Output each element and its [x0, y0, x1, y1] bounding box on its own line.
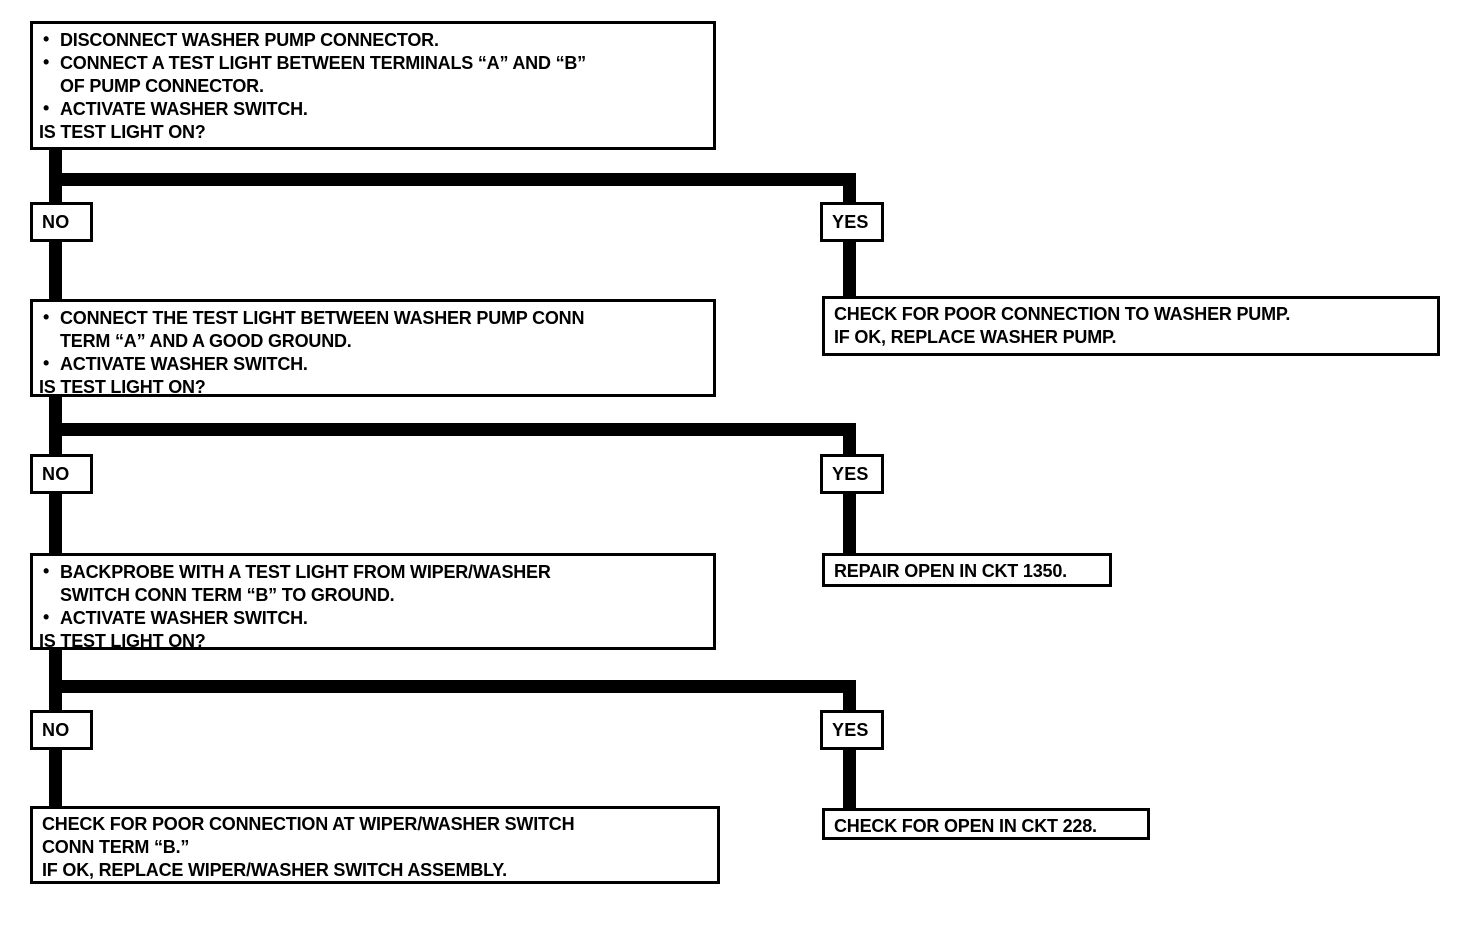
no-label-text: NO	[42, 211, 70, 232]
step-line: • DISCONNECT WASHER PUMP CONNECTOR.	[33, 29, 713, 52]
result-box-yes-1: CHECK FOR POOR CONNECTION TO WASHER PUMP…	[822, 296, 1440, 356]
connector-vertical	[49, 492, 62, 555]
step-box-2: • CONNECT THE TEST LIGHT BETWEEN WASHER P…	[30, 299, 716, 397]
step-box-3: • BACKPROBE WITH A TEST LIGHT FROM WIPER/…	[30, 553, 716, 653]
step-box-1: • DISCONNECT WASHER PUMP CONNECTOR. • CONN…	[30, 21, 716, 150]
step-line-text: DISCONNECT WASHER PUMP CONNECTOR.	[60, 30, 439, 50]
yes-label-text: YES	[832, 211, 869, 232]
bullet-icon: •	[43, 98, 50, 118]
connector-horizontal	[49, 173, 856, 186]
result-line: CHECK FOR OPEN IN CKT 228.	[834, 816, 1097, 836]
result-line: IF OK, REPLACE WIPER/WASHER SWITCH ASSEM…	[42, 860, 507, 880]
step-line-text: IS TEST LIGHT ON?	[39, 631, 206, 651]
step-line: • CONNECT THE TEST LIGHT BETWEEN WASHER P…	[33, 307, 713, 330]
connector-vertical	[49, 240, 62, 301]
step-line: • ACTIVATE WASHER SWITCH.	[33, 607, 713, 630]
connector-vertical	[843, 173, 856, 204]
connector-horizontal	[49, 680, 856, 693]
bullet-icon: •	[43, 607, 50, 627]
connector-vertical	[843, 492, 856, 555]
step-line: SWITCH CONN TERM “B” TO GROUND.	[33, 584, 713, 607]
step-line: • CONNECT A TEST LIGHT BETWEEN TERMINALS …	[33, 52, 713, 75]
yes-label-text: YES	[832, 463, 869, 484]
step-line-text: TERM “A” AND A GOOD GROUND.	[60, 331, 352, 351]
result-line: CHECK FOR POOR CONNECTION AT WIPER/WASHE…	[42, 814, 575, 834]
connector-vertical	[49, 748, 62, 808]
result-line: CONN TERM “B.”	[42, 837, 190, 857]
yes-label-2: YES	[820, 454, 884, 494]
result-box-yes-3: CHECK FOR OPEN IN CKT 228.	[822, 808, 1150, 840]
step-line-text: ACTIVATE WASHER SWITCH.	[60, 608, 308, 628]
result-box-yes-2: REPAIR OPEN IN CKT 1350.	[822, 553, 1112, 587]
yes-label-3: YES	[820, 710, 884, 750]
step-question: IS TEST LIGHT ON?	[33, 121, 713, 144]
no-label-1: NO	[30, 202, 93, 242]
connector-horizontal	[49, 423, 856, 436]
step-question: IS TEST LIGHT ON?	[33, 630, 713, 653]
step-line: • BACKPROBE WITH A TEST LIGHT FROM WIPER/…	[33, 561, 713, 584]
connector-vertical	[843, 680, 856, 712]
bullet-icon: •	[43, 307, 50, 327]
no-label-text: NO	[42, 463, 70, 484]
step-line-text: BACKPROBE WITH A TEST LIGHT FROM WIPER/W…	[60, 562, 551, 582]
result-line: IF OK, REPLACE WASHER PUMP.	[834, 327, 1117, 347]
no-label-3: NO	[30, 710, 93, 750]
connector-vertical	[843, 240, 856, 298]
step-question: IS TEST LIGHT ON?	[33, 376, 713, 399]
step-line: • ACTIVATE WASHER SWITCH.	[33, 98, 713, 121]
step-line: • ACTIVATE WASHER SWITCH.	[33, 353, 713, 376]
bullet-icon: •	[43, 52, 50, 72]
result-line: CHECK FOR POOR CONNECTION TO WASHER PUMP…	[834, 304, 1291, 324]
no-label-text: NO	[42, 719, 70, 740]
step-line-text: IS TEST LIGHT ON?	[39, 377, 206, 397]
step-line-text: OF PUMP CONNECTOR.	[60, 76, 264, 96]
step-line: TERM “A” AND A GOOD GROUND.	[33, 330, 713, 353]
step-line-text: CONNECT A TEST LIGHT BETWEEN TERMINALS “…	[60, 53, 586, 73]
result-box-no-3: CHECK FOR POOR CONNECTION AT WIPER/WASHE…	[30, 806, 720, 884]
bullet-icon: •	[43, 353, 50, 373]
step-line: OF PUMP CONNECTOR.	[33, 75, 713, 98]
no-label-2: NO	[30, 454, 93, 494]
connector-vertical	[843, 423, 856, 456]
yes-label-1: YES	[820, 202, 884, 242]
step-line-text: ACTIVATE WASHER SWITCH.	[60, 354, 308, 374]
step-line-text: ACTIVATE WASHER SWITCH.	[60, 99, 308, 119]
step-line-text: CONNECT THE TEST LIGHT BETWEEN WASHER PU…	[60, 308, 585, 328]
yes-label-text: YES	[832, 719, 869, 740]
result-line: REPAIR OPEN IN CKT 1350.	[834, 561, 1067, 581]
step-line-text: IS TEST LIGHT ON?	[39, 122, 206, 142]
connector-vertical	[843, 748, 856, 812]
step-line-text: SWITCH CONN TERM “B” TO GROUND.	[60, 585, 395, 605]
bullet-icon: •	[43, 29, 50, 49]
bullet-icon: •	[43, 561, 50, 581]
